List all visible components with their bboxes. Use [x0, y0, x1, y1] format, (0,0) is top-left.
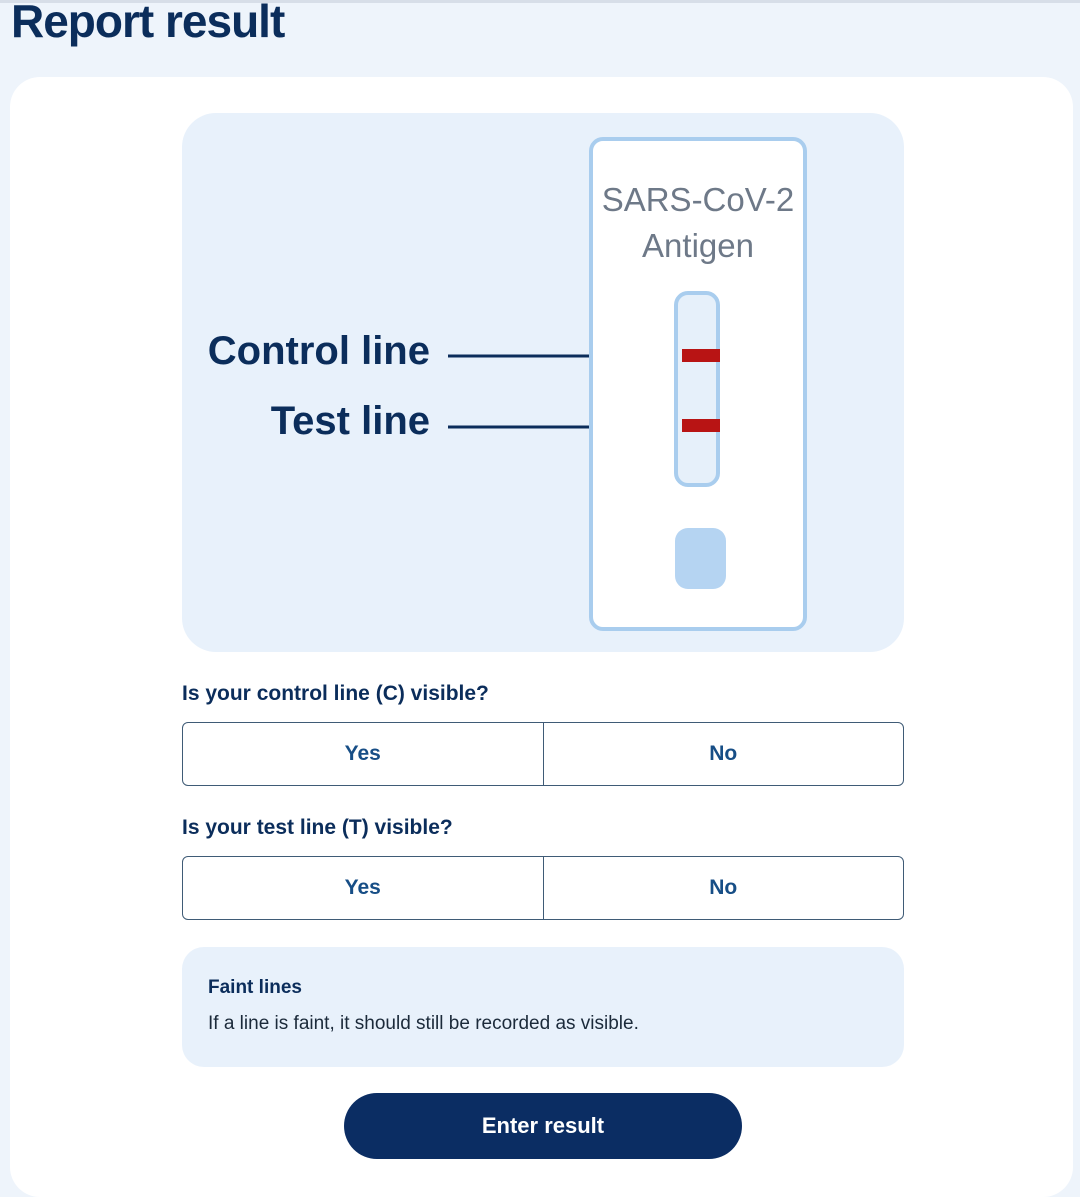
test-line-label: Test line [270, 399, 430, 443]
result-window [674, 291, 720, 487]
control-line-mark [682, 349, 720, 362]
faint-lines-info: Faint lines If a line is faint, it shoul… [182, 947, 904, 1067]
top-border [0, 0, 1080, 3]
control-line-label: Control line [207, 329, 430, 373]
info-text: If a line is faint, it should still be r… [208, 1013, 639, 1034]
antigen-test-card: SARS-CoV-2 Antigen [589, 137, 807, 631]
test-card-title-line2: Antigen [642, 227, 754, 264]
test-card-title-line1: SARS-CoV-2 [601, 181, 795, 218]
test-question: Is your test line (T) visible? [182, 816, 453, 839]
test-visible-toggle: Yes No [182, 856, 904, 920]
control-no-button[interactable]: No [542, 723, 904, 785]
test-card-title: SARS-CoV-2 Antigen [593, 177, 803, 269]
enter-result-button[interactable]: Enter result [344, 1093, 742, 1159]
control-yes-button[interactable]: Yes [183, 723, 543, 785]
test-yes-button[interactable]: Yes [183, 857, 543, 919]
test-line-mark [682, 419, 720, 432]
page-title: Report result [11, 0, 285, 47]
sample-well [675, 528, 726, 589]
test-no-button[interactable]: No [542, 857, 904, 919]
control-visible-toggle: Yes No [182, 722, 904, 786]
info-title: Faint lines [208, 977, 302, 998]
control-question: Is your control line (C) visible? [182, 682, 489, 705]
